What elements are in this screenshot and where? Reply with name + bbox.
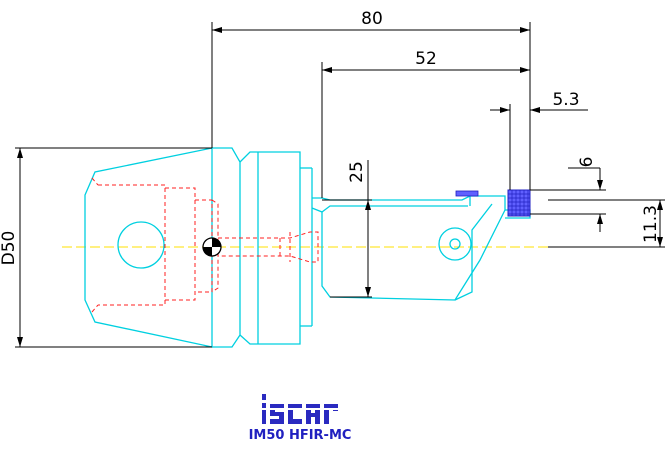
dim-cut-height: 6 — [577, 157, 597, 168]
cutting-insert — [455, 189, 531, 217]
part-number-label: IM50 HFIR-MC — [248, 428, 352, 443]
iscar-logo-icon — [262, 394, 338, 424]
dim-center-height: 11.3 — [641, 205, 661, 243]
dim-body-length: 52 — [415, 49, 437, 69]
dim-shank-diameter: D50 — [0, 231, 19, 266]
dim-insert-offset: 5.3 — [552, 90, 579, 110]
dimension-lines — [15, 22, 665, 348]
dimension-arrows — [17, 27, 663, 347]
dim-overall-length: 80 — [361, 9, 383, 29]
coolant-ball-icon — [202, 237, 222, 257]
dim-neck-diameter: 25 — [347, 161, 367, 183]
